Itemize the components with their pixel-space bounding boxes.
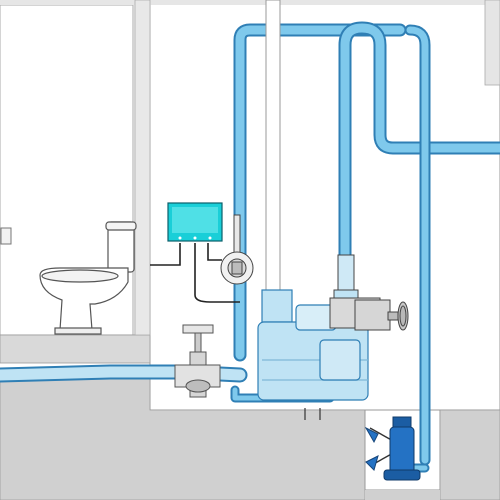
toilet-icon: [39, 221, 137, 335]
control-box: [167, 202, 223, 242]
lifting-station-tank: [257, 289, 369, 401]
drainage-pump: [364, 416, 421, 481]
gate-valve-inlet: [174, 324, 221, 398]
gear-icon-handwheel: [399, 305, 407, 327]
control-cables: [150, 243, 240, 303]
vertical-vent-stack: [265, 0, 281, 301]
wall-plate: [0, 227, 12, 245]
central-pillar: [134, 0, 151, 336]
floor-drains: [304, 408, 321, 420]
top-wall: [0, 0, 500, 5]
alarm-sensor: [220, 214, 254, 285]
left-floor-slab: [0, 334, 151, 364]
right-floor: [439, 409, 500, 500]
pit-bottom: [365, 490, 440, 500]
right-room-ledge: [484, 0, 500, 86]
